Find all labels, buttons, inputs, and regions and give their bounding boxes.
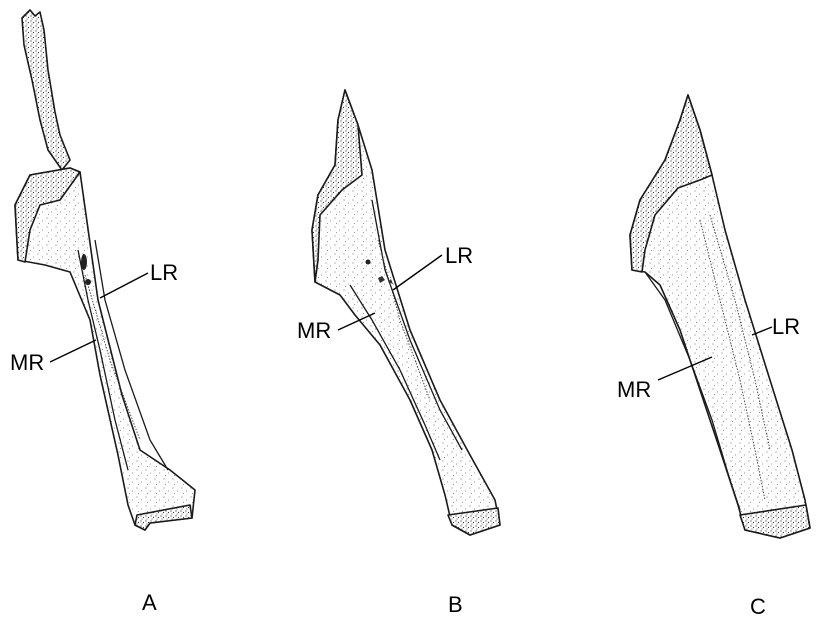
panel-c-bone: LR MR C [617,95,810,619]
panel-c-letter: C [750,594,766,619]
panel-b-foramen [366,260,371,265]
panel-a-lr-leader [100,273,148,298]
panel-a-upper-process [22,10,70,170]
panel-a-mr-label: MR [10,350,44,375]
panel-b-lr-label: LR [445,243,473,268]
panel-a-lr-label: LR [150,260,178,285]
panel-a-foramen [81,254,87,270]
panel-a-bone: LR MR A [10,10,195,615]
panel-a-mr-leader [50,340,96,362]
panel-a-foramen-small [85,279,91,285]
panel-b-mr-label: MR [297,318,331,343]
panel-c-lr-label: LR [772,314,800,339]
panel-b-lr-leader [393,255,442,290]
panel-b-bone: LR MR C B [297,90,500,617]
panel-b-letter-visible: B [448,592,463,617]
panel-c-mr-label: MR [617,377,651,402]
panel-a-shaft [15,168,195,530]
panel-a-letter: A [142,590,157,615]
